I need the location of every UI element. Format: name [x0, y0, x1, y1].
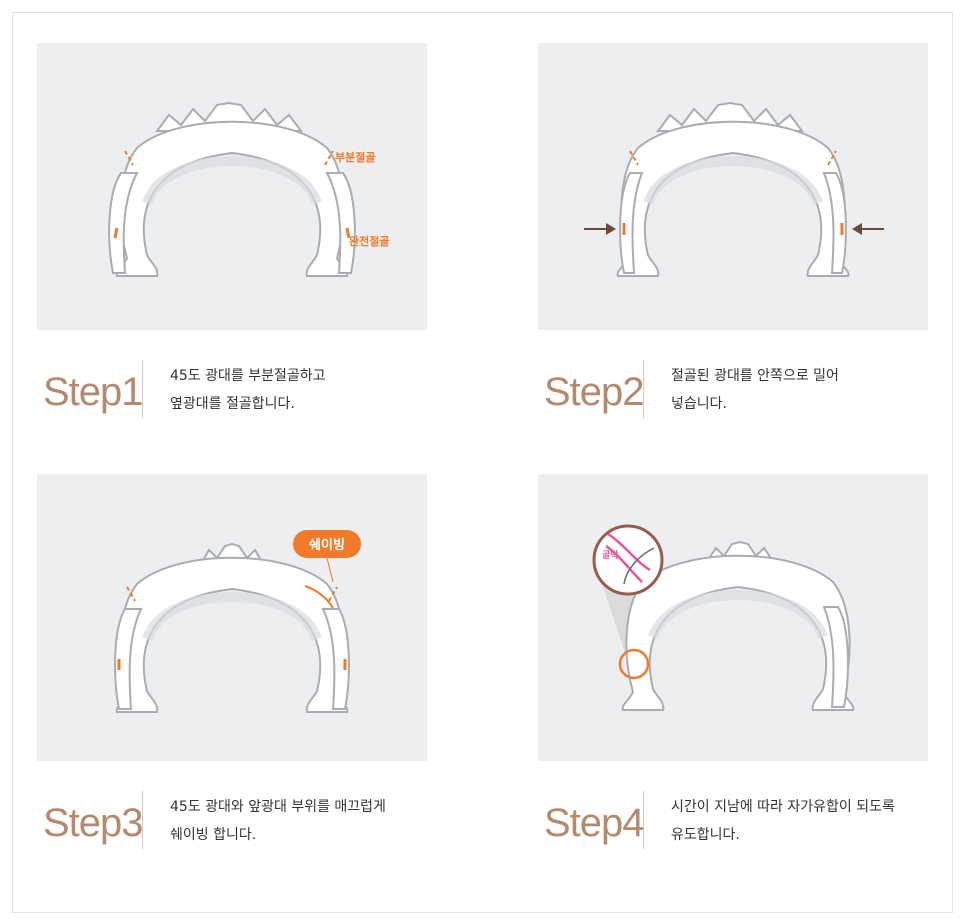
- description-line-2: 옆광대를 절골합니다.: [170, 396, 295, 412]
- step-description: 시간이 지남에 따라 자가유합이 되도록 유도합니다.: [671, 793, 895, 849]
- description-line-2: 쉐이빙 합니다.: [170, 827, 257, 843]
- step-illustration-4: 골막: [538, 474, 928, 761]
- annotation-partial-osteotomy: 부분절골: [335, 151, 375, 164]
- description-line-2: 유도합니다.: [671, 827, 740, 843]
- page-frame: 부분절골 완전절골 Step1 45도 광대를 부분절골하고 옆광대를 절골합니…: [12, 12, 953, 913]
- skull-diagram-2: [584, 101, 884, 277]
- push-arrow-left: [584, 223, 616, 235]
- step-caption-4: Step4 시간이 지남에 따라 자가유합이 되도록 유도합니다.: [538, 791, 930, 861]
- step-card-2: Step2 절골된 광대를 안쪽으로 밀어 넣습니다.: [538, 43, 930, 430]
- annotation-shaving: 쉐이빙: [309, 537, 345, 553]
- step-card-4: 골막 Step4 시간이 지남에 따라 자가유합이 되도록 유도합니다.: [538, 474, 930, 861]
- step-card-1: 부분절골 완전절골 Step1 45도 광대를 부분절골하고 옆광대를 절골합니…: [37, 43, 429, 430]
- fusion-site-marker: [618, 648, 650, 680]
- skull-diagram-1: 부분절골 완전절골: [108, 101, 389, 277]
- caption-divider: [643, 360, 644, 418]
- step-description: 45도 광대와 앞광대 부위를 매끄럽게 쉐이빙 합니다.: [170, 793, 386, 849]
- step-label: Step2: [544, 370, 645, 414]
- description-line-1: 45도 광대와 앞광대 부위를 매끄럽게: [170, 799, 386, 815]
- magnifier-lens: 골막: [592, 524, 664, 596]
- annotation-periosteum: 골막: [602, 549, 619, 561]
- skull-diagram-4: 골막: [592, 524, 855, 711]
- shaving-badge: [293, 530, 361, 558]
- step-label: Step4: [544, 801, 645, 845]
- description-line-1: 절골된 광대를 안쪽으로 밀어: [671, 368, 839, 384]
- step-description: 45도 광대를 부분절골하고 옆광대를 절골합니다.: [170, 362, 326, 418]
- annotation-complete-osteotomy: 완전절골: [349, 234, 389, 248]
- step-description: 절골된 광대를 안쪽으로 밀어 넣습니다.: [671, 362, 839, 418]
- step-illustration-1: 부분절골 완전절골: [37, 43, 427, 330]
- caption-divider: [142, 360, 143, 418]
- description-line-1: 시간이 지남에 따라 자가유합이 되도록: [671, 799, 895, 815]
- step-label: Step1: [43, 370, 144, 414]
- caption-divider: [643, 791, 644, 849]
- step-caption-3: Step3 45도 광대와 앞광대 부위를 매끄럽게 쉐이빙 합니다.: [37, 791, 429, 861]
- step-illustration-2: [538, 43, 928, 330]
- push-arrow-right: [852, 223, 884, 235]
- caption-divider: [142, 791, 143, 849]
- step-caption-1: Step1 45도 광대를 부분절골하고 옆광대를 절골합니다.: [37, 360, 429, 430]
- step-caption-2: Step2 절골된 광대를 안쪽으로 밀어 넣습니다.: [538, 360, 930, 430]
- step-label: Step3: [43, 801, 144, 845]
- description-line-2: 넣습니다.: [671, 396, 727, 412]
- step-card-3: 쉐이빙 Step3 45도 광대와 앞광대 부위를 매끄럽게 쉐이빙 합니다.: [37, 474, 429, 861]
- step-illustration-3: 쉐이빙: [37, 474, 427, 761]
- skull-diagram-3: 쉐이빙: [114, 530, 361, 713]
- description-line-1: 45도 광대를 부분절골하고: [170, 368, 326, 384]
